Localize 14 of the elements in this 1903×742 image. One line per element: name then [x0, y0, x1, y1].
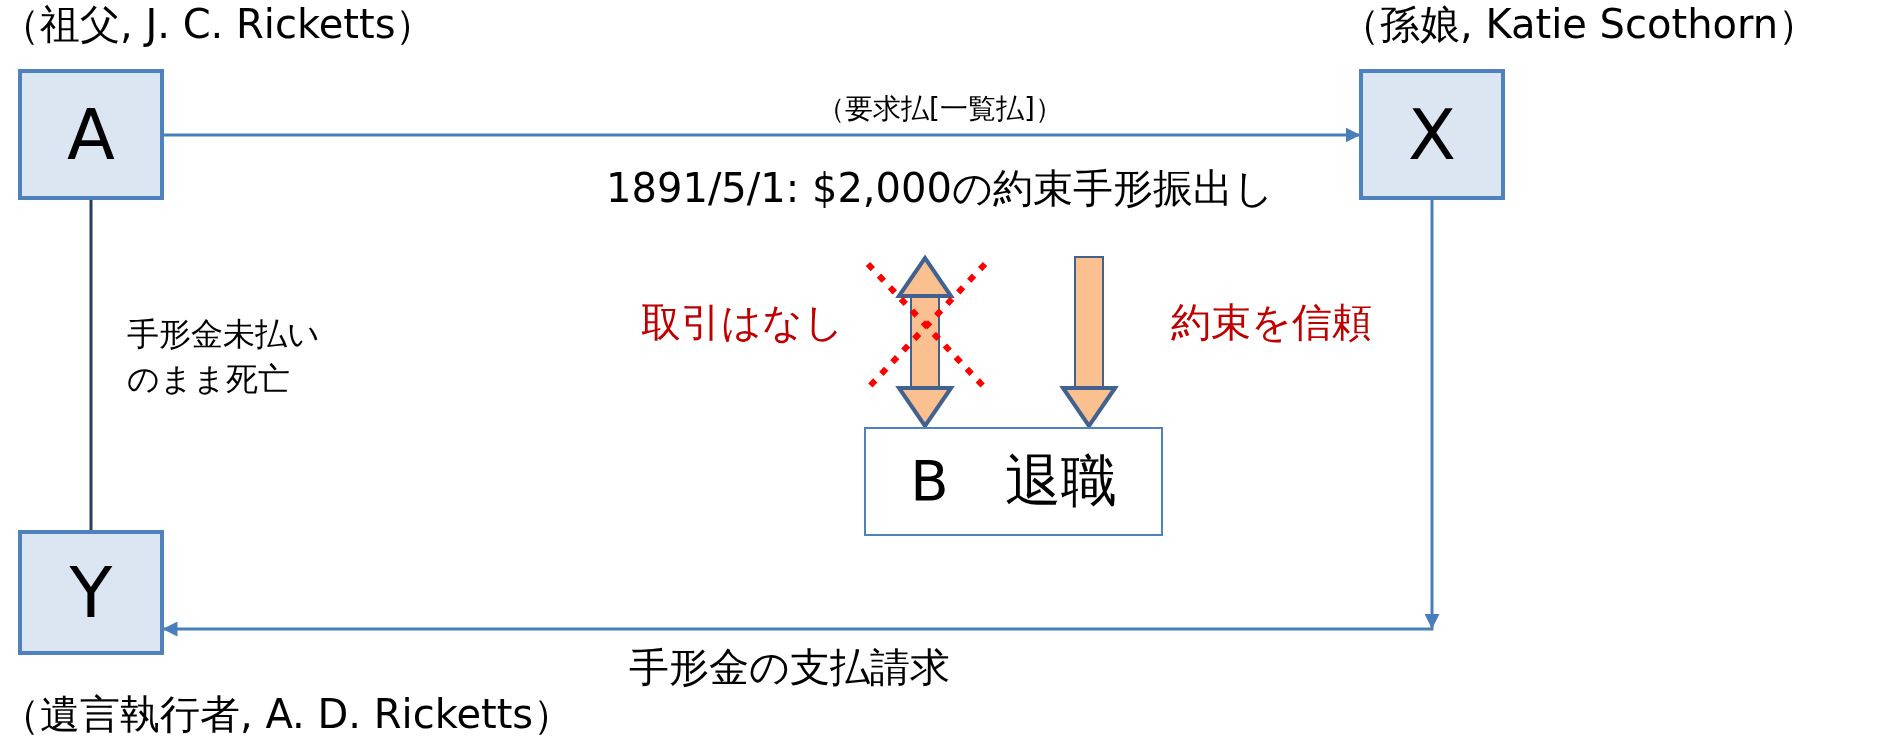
connector-line [89, 200, 93, 530]
party-box: X [1359, 69, 1505, 200]
arrow [164, 127, 1361, 143]
arrow [164, 200, 1440, 637]
party-name: （孫娘, Katie Scothorn） [1340, 2, 1819, 46]
note-label: （要求払[一覧払]） [817, 94, 1063, 125]
party-name: （遺言執行者, A. D. Ricketts） [0, 692, 574, 736]
edge-label: 手形金未払いのまま死亡 [127, 314, 321, 400]
process-box: B 退職 [864, 427, 1163, 536]
party-name: （祖父, J. C. Ricketts） [0, 2, 436, 46]
edge-label: 約束を信頼 [1171, 300, 1372, 344]
party-box: Y [18, 530, 164, 655]
edge-label: 取引はなし [641, 300, 844, 344]
party-box: A [18, 69, 164, 200]
